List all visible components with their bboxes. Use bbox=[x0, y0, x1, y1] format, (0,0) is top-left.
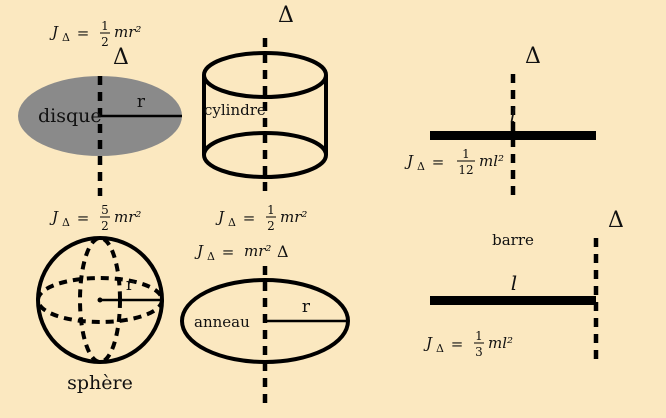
sphere-radius-label: r bbox=[126, 275, 135, 295]
disque-name: disque bbox=[38, 105, 102, 127]
cylindre-top bbox=[202, 51, 328, 99]
svg-text:2: 2 bbox=[101, 219, 109, 233]
svg-text:12: 12 bbox=[458, 163, 473, 177]
sphere-formula: J bbox=[49, 208, 59, 226]
svg-text:Δ: Δ bbox=[436, 342, 444, 355]
svg-text:Δ: Δ bbox=[417, 160, 425, 173]
barre-bout-bar bbox=[430, 296, 596, 305]
anneau-radius-label: r bbox=[302, 297, 311, 317]
barre-centre-axis-label: Δ bbox=[525, 44, 541, 69]
svg-text:Δ: Δ bbox=[207, 250, 215, 263]
barre-centre-length-label: l bbox=[510, 103, 516, 127]
svg-text:=: = bbox=[427, 153, 449, 171]
svg-text:1: 1 bbox=[475, 329, 483, 343]
disque-axis-label: Δ bbox=[113, 45, 129, 70]
svg-text:=: = bbox=[72, 24, 94, 42]
barre-bout-axis-label: Δ bbox=[608, 208, 624, 233]
disque-figure: r disque Δ J Δ = 1 2 mr² bbox=[18, 19, 182, 196]
anneau-axis-label: Δ bbox=[277, 242, 289, 261]
svg-text:1: 1 bbox=[101, 19, 109, 33]
svg-text:1: 1 bbox=[267, 203, 275, 217]
svg-text:5: 5 bbox=[101, 203, 109, 217]
svg-text:Δ: Δ bbox=[62, 216, 70, 229]
sphere-figure: J Δ = 5 2 mr² r sphère bbox=[36, 203, 164, 394]
sphere-name: sphère bbox=[67, 372, 133, 394]
svg-text:1: 1 bbox=[462, 147, 470, 161]
cylindre-name: cylindre bbox=[204, 101, 266, 119]
anneau-name: anneau bbox=[194, 313, 250, 331]
anneau-figure: J Δ = mr² Δ r anneau bbox=[180, 242, 350, 405]
svg-text:2: 2 bbox=[101, 35, 109, 49]
svg-text:3: 3 bbox=[475, 345, 483, 359]
svg-text:mr²: mr² bbox=[114, 208, 141, 226]
cylindre-axis-label: Δ bbox=[278, 3, 294, 28]
cylindre-bottom bbox=[202, 131, 328, 179]
barre-centre-figure: Δ l J Δ = 1 12 ml² bbox=[404, 44, 596, 198]
barre-bout-length-label: l bbox=[511, 271, 517, 295]
svg-text:=: = bbox=[72, 209, 94, 227]
svg-text:Δ: Δ bbox=[228, 216, 236, 229]
svg-text:J: J bbox=[194, 242, 204, 260]
barre-name: barre bbox=[492, 231, 534, 249]
svg-text:mr²: mr² bbox=[244, 242, 271, 260]
svg-text:=: = bbox=[217, 243, 239, 261]
svg-text:mr²: mr² bbox=[114, 23, 141, 41]
svg-text:J: J bbox=[215, 208, 225, 226]
barre-bout-figure: Δ barre l J Δ = 1 3 ml² bbox=[423, 208, 624, 362]
barre-centre-bar bbox=[430, 131, 596, 140]
anneau-formula: J Δ = mr² Δ bbox=[194, 242, 289, 263]
svg-text:J: J bbox=[404, 152, 414, 170]
svg-text:ml²: ml² bbox=[479, 152, 504, 170]
svg-text:J: J bbox=[49, 23, 59, 41]
svg-text:J: J bbox=[423, 334, 433, 352]
svg-text:2: 2 bbox=[267, 219, 275, 233]
svg-text:Δ: Δ bbox=[62, 31, 70, 44]
svg-text:=: = bbox=[446, 335, 468, 353]
disque-radius-label: r bbox=[137, 92, 146, 112]
disque-formula: J Δ = 1 2 mr² bbox=[49, 19, 141, 49]
cylindre-formula: J Δ = 1 2 mr² bbox=[215, 203, 307, 233]
barre-centre-formula: J Δ = 1 12 ml² bbox=[404, 147, 504, 177]
svg-text:mr²: mr² bbox=[280, 208, 307, 226]
svg-text:=: = bbox=[238, 209, 260, 227]
barre-bout-formula: J Δ = 1 3 ml² bbox=[423, 329, 513, 359]
cylindre-figure: cylindre Δ J Δ = 1 2 mr² bbox=[202, 3, 328, 233]
svg-text:ml²: ml² bbox=[488, 334, 513, 352]
